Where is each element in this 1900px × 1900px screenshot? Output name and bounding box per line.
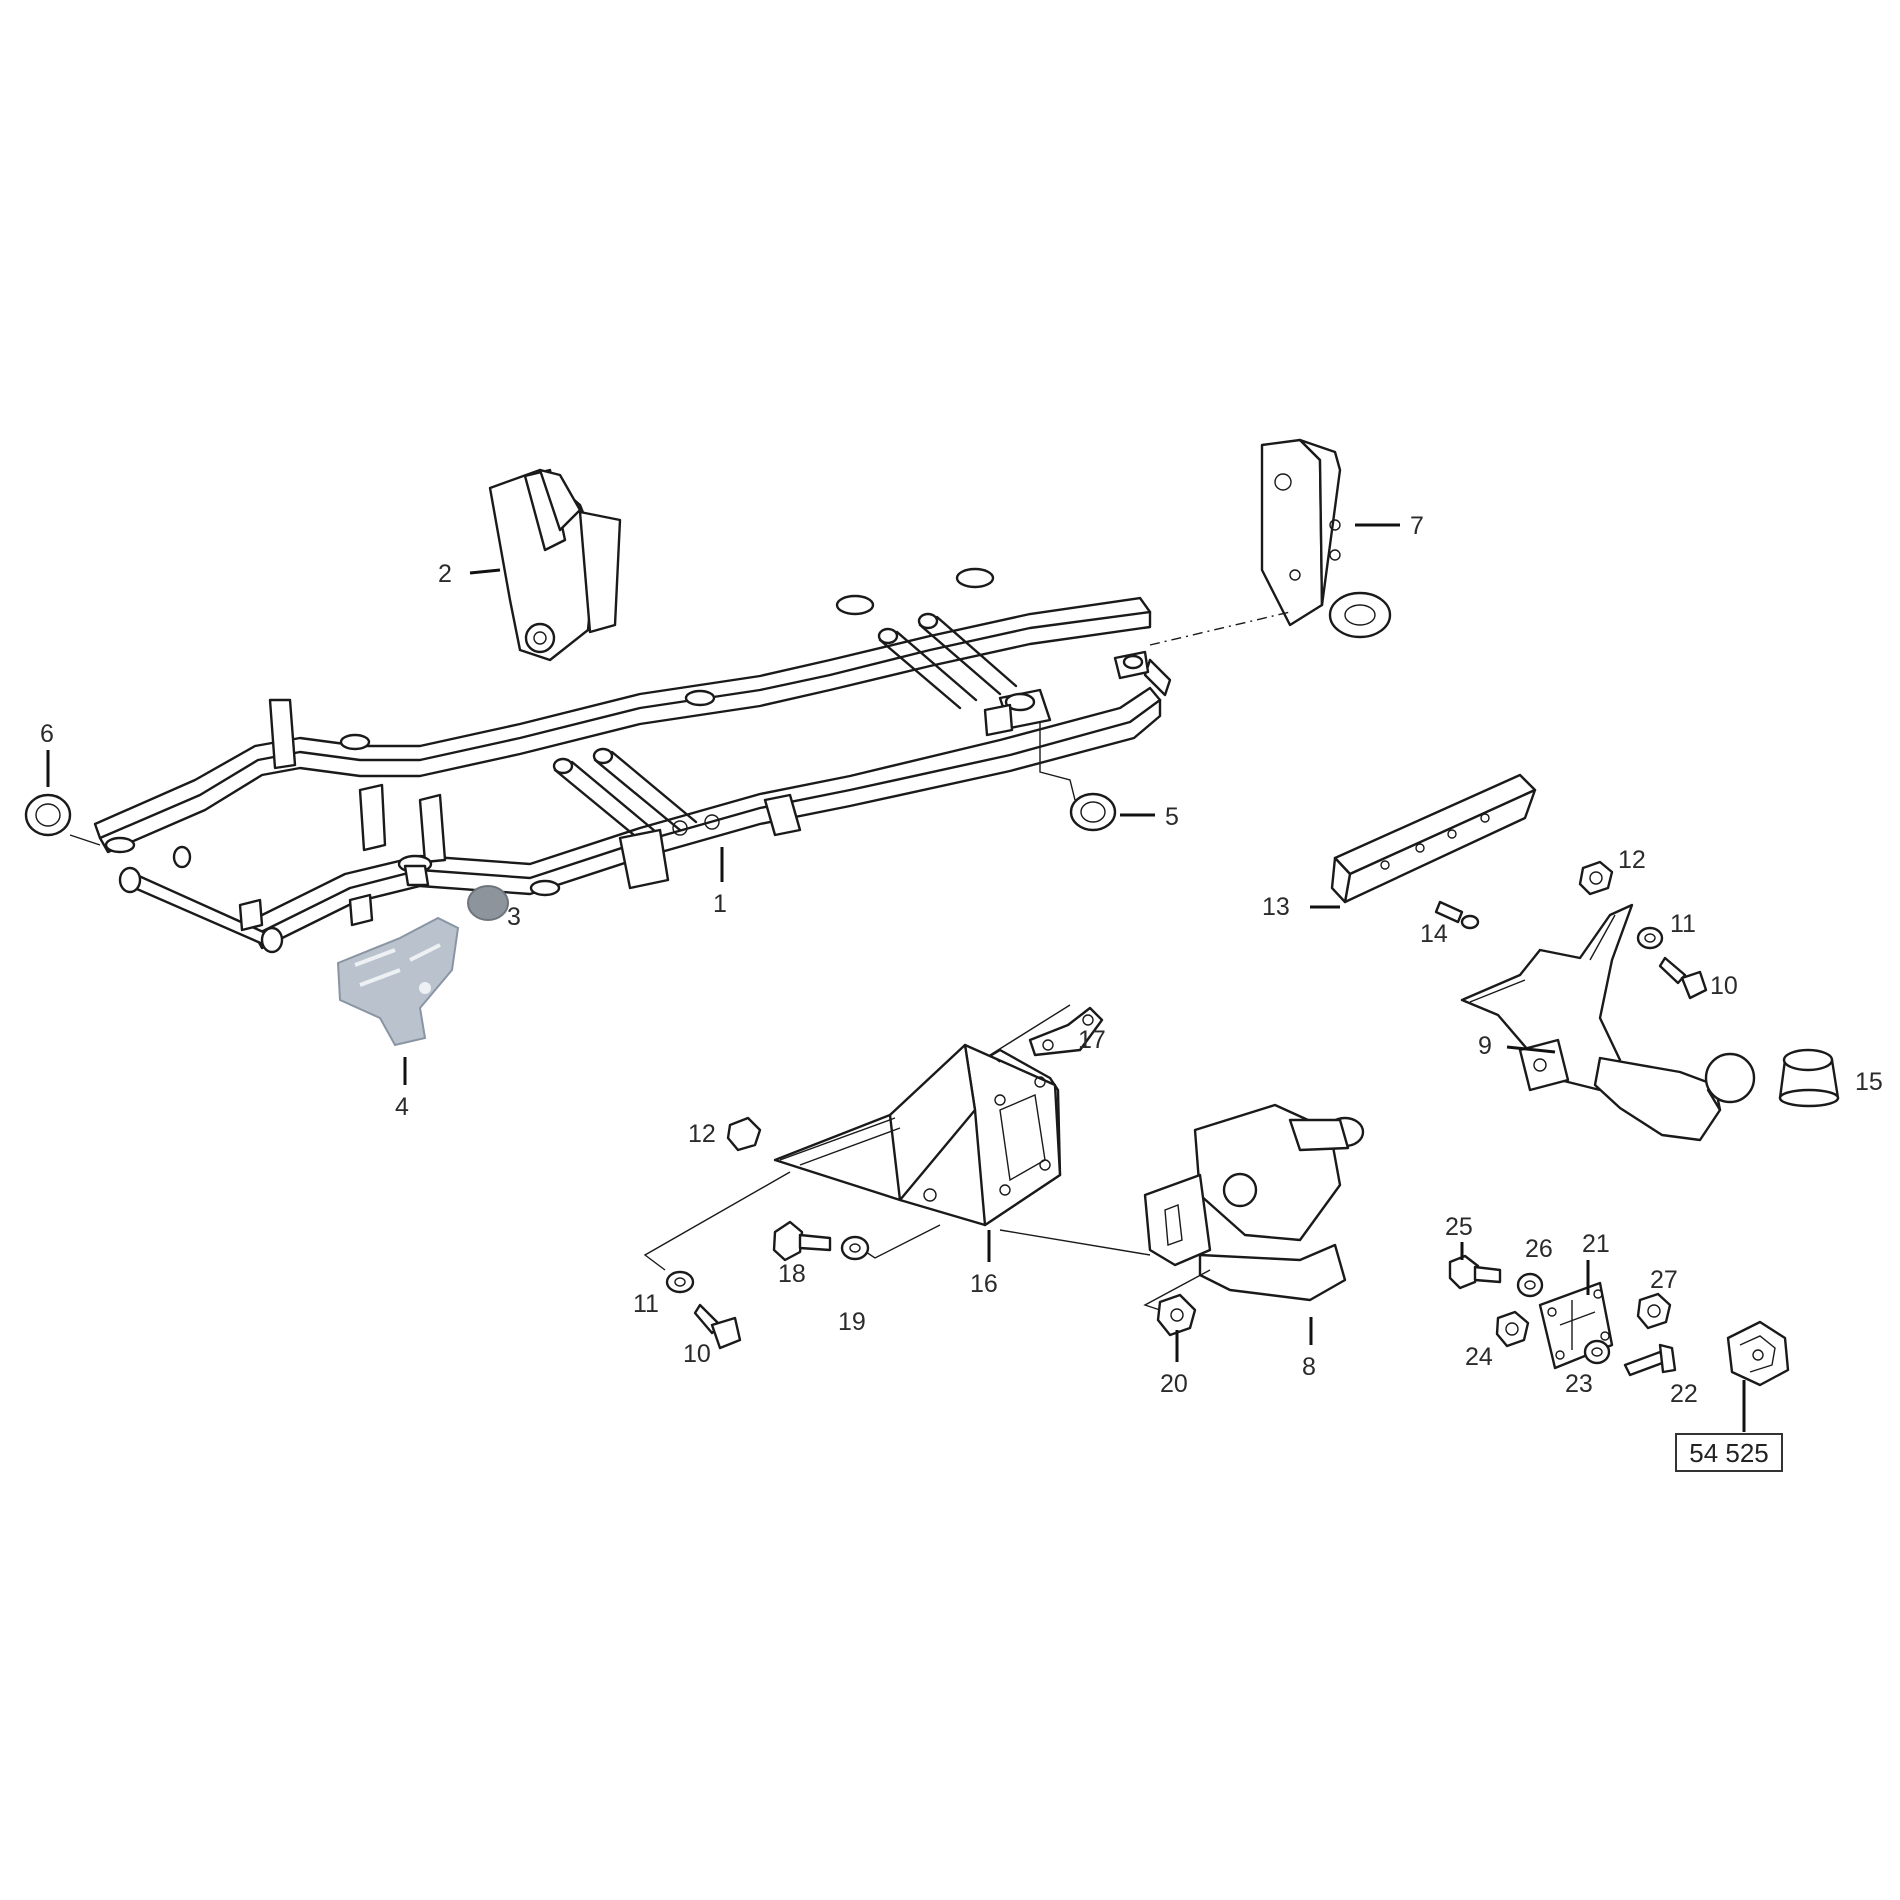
- tow-hitch-jaw[interactable]: [1143, 1103, 1365, 1302]
- callout-2: 2: [438, 560, 452, 588]
- reference-box: 54 525: [1675, 1433, 1783, 1472]
- callout-3: 3: [507, 903, 521, 931]
- bolt-10-right[interactable]: [1658, 956, 1708, 1000]
- reference-number: 54 525: [1689, 1438, 1769, 1468]
- callout-6: 6: [40, 720, 54, 748]
- electric-socket[interactable]: [1726, 1320, 1790, 1387]
- callout-12-left: 12: [688, 1120, 716, 1148]
- callout-24: 24: [1465, 1343, 1493, 1371]
- grommet[interactable]: [1069, 792, 1117, 832]
- callout-8: 8: [1302, 1353, 1316, 1381]
- callout-25: 25: [1445, 1213, 1473, 1241]
- callout-22: 22: [1670, 1380, 1698, 1408]
- leader-lines: [46, 523, 1746, 1432]
- blanking-cap[interactable]: [467, 885, 509, 921]
- washer-11-right[interactable]: [1636, 926, 1664, 950]
- callout-10-left: 10: [683, 1340, 711, 1368]
- callout-23: 23: [1565, 1370, 1593, 1398]
- bush[interactable]: [24, 793, 72, 837]
- washer-11-left[interactable]: [665, 1270, 695, 1294]
- assembly-lines: [69, 611, 1291, 1311]
- callout-11-right: 11: [1670, 910, 1696, 938]
- bolt-10-left[interactable]: [693, 1303, 742, 1350]
- callout-18: 18: [778, 1260, 806, 1288]
- callout-14: 14: [1420, 920, 1448, 948]
- callout-5: 5: [1165, 803, 1179, 831]
- frame-bracket[interactable]: [488, 468, 622, 662]
- towing-eye-bracket[interactable]: [1260, 438, 1392, 639]
- washer-19[interactable]: [840, 1235, 870, 1261]
- callout-4: 4: [395, 1093, 409, 1121]
- callout-1: 1: [713, 890, 727, 918]
- nut-27[interactable]: [1636, 1292, 1672, 1330]
- callout-19: 19: [838, 1308, 866, 1336]
- callout-21: 21: [1582, 1230, 1610, 1258]
- callout-20: 20: [1160, 1370, 1188, 1398]
- bolt-22[interactable]: [1623, 1343, 1677, 1377]
- callout-16: 16: [970, 1270, 998, 1298]
- bolt-14[interactable]: [1434, 900, 1480, 930]
- callout-17: 17: [1078, 1026, 1106, 1054]
- nut-12-left[interactable]: [726, 1116, 762, 1152]
- spacer-plate[interactable]: [1028, 1006, 1104, 1057]
- tow-ball-arm[interactable]: [1460, 903, 1756, 1142]
- mounting-plate[interactable]: [336, 916, 460, 1047]
- callout-9: 9: [1478, 1032, 1492, 1060]
- washer-26[interactable]: [1516, 1272, 1544, 1298]
- callout-10-right: 10: [1710, 972, 1738, 1000]
- callout-15: 15: [1855, 1068, 1883, 1096]
- nut-12-right[interactable]: [1578, 860, 1614, 896]
- callout-11-left: 11: [633, 1290, 659, 1318]
- callout-12-right: 12: [1618, 846, 1646, 874]
- washer-23[interactable]: [1583, 1339, 1611, 1365]
- callout-7: 7: [1410, 512, 1424, 540]
- callout-27: 27: [1650, 1266, 1678, 1294]
- hitch-mounting-plate[interactable]: [773, 1043, 1062, 1227]
- callouts: 1 2 3 4 5 6 7 8 9 10 11 12 13 14 15 16 1…: [40, 512, 1883, 1408]
- bolt-18[interactable]: [772, 1220, 832, 1262]
- bolt-25[interactable]: [1448, 1254, 1502, 1290]
- ball-cover[interactable]: [1778, 1048, 1840, 1108]
- chassis-frame[interactable]: [93, 567, 1172, 954]
- cross-bar[interactable]: [1330, 773, 1537, 904]
- nut-20[interactable]: [1156, 1293, 1197, 1337]
- callout-26: 26: [1525, 1235, 1553, 1263]
- nut-24[interactable]: [1495, 1310, 1530, 1348]
- callout-13: 13: [1262, 893, 1290, 921]
